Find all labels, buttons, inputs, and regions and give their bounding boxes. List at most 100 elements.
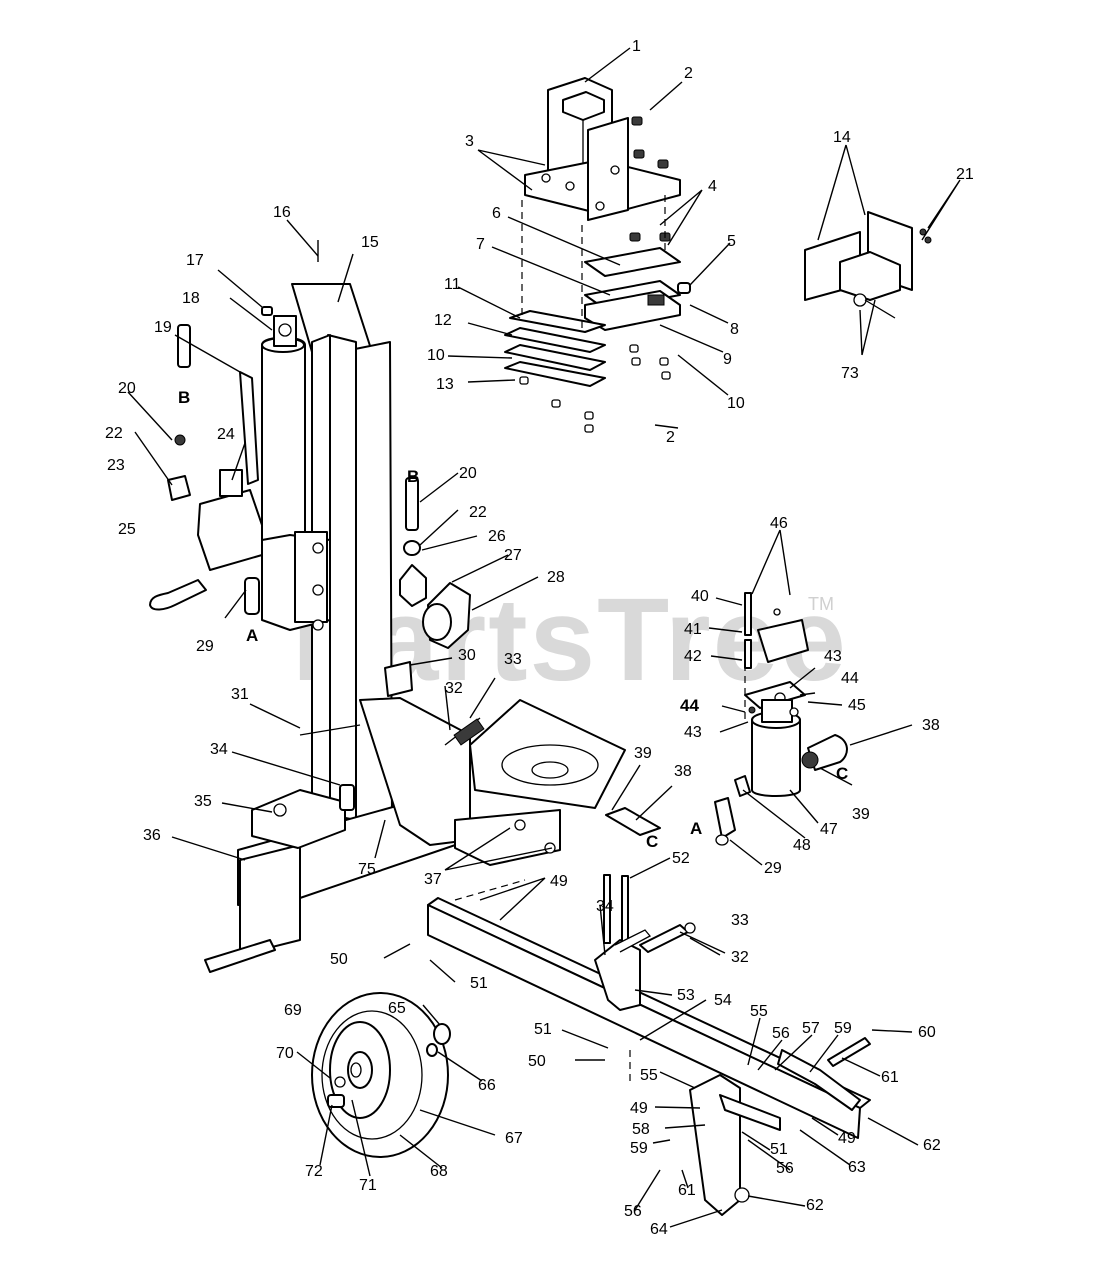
callout-32: 32 xyxy=(445,680,463,697)
callout-50-mid: 50 xyxy=(528,1053,546,1070)
callout-34: 34 xyxy=(210,741,228,758)
callout-42: 42 xyxy=(684,648,702,665)
callout-62-right: 62 xyxy=(923,1137,941,1154)
callout-57: 57 xyxy=(802,1020,820,1037)
pin-40 xyxy=(744,592,752,636)
callout-36: 36 xyxy=(143,827,161,844)
callout-5: 5 xyxy=(727,233,736,250)
callout-60: 60 xyxy=(918,1024,936,1041)
callout-71: 71 xyxy=(359,1177,377,1194)
callout-41: 41 xyxy=(684,621,702,638)
callout-2-lower: 2 xyxy=(666,429,675,446)
callout-65: 65 xyxy=(388,1000,406,1017)
callout-47: 47 xyxy=(820,821,838,838)
callout-73: 73 xyxy=(841,365,859,382)
callout-20-right: 20 xyxy=(459,465,477,482)
pump-filter-group xyxy=(384,477,471,697)
base-frame xyxy=(204,697,626,973)
callout-33: 33 xyxy=(504,651,522,668)
callout-8: 8 xyxy=(730,321,739,338)
wedge-guide-plates xyxy=(504,247,691,433)
callout-26: 26 xyxy=(488,528,506,545)
callout-39-right: 39 xyxy=(852,806,870,823)
callout-59-lower: 59 xyxy=(630,1140,648,1157)
callout-35: 35 xyxy=(194,793,212,810)
callout-56-upper: 56 xyxy=(772,1025,790,1042)
hose-ref-b-right: B xyxy=(407,467,419,486)
callout-59-upper: 59 xyxy=(834,1020,852,1037)
callout-4: 4 xyxy=(708,178,717,195)
callout-29-left: 29 xyxy=(196,638,214,655)
callout-30: 30 xyxy=(458,647,476,664)
callout-39-center: 39 xyxy=(634,745,652,762)
callout-22-left: 22 xyxy=(105,425,123,442)
callout-10-left: 10 xyxy=(427,347,445,364)
callout-34-tongue: 34 xyxy=(596,898,614,915)
hose-ref-b-left: B xyxy=(178,388,190,407)
control-valve xyxy=(149,324,263,615)
callout-44-right: 44 xyxy=(841,670,859,687)
callout-56-mid: 56 xyxy=(776,1160,794,1177)
hose-ref-a-right: A xyxy=(690,819,702,838)
callout-51-upper: 51 xyxy=(470,975,488,992)
callout-17: 17 xyxy=(186,252,204,269)
hose-c xyxy=(605,807,661,836)
callout-38-right: 38 xyxy=(922,717,940,734)
callout-45: 45 xyxy=(848,697,866,714)
callout-51-mid: 51 xyxy=(534,1021,552,1038)
callout-61-lower: 61 xyxy=(678,1182,696,1199)
callout-13: 13 xyxy=(436,376,454,393)
wheel-assembly xyxy=(311,992,451,1158)
callout-15: 15 xyxy=(361,234,379,251)
watermark-trademark: TM xyxy=(808,594,834,614)
callout-32-tongue: 32 xyxy=(731,949,749,966)
callout-75: 75 xyxy=(358,861,376,878)
hose-ref-c-right: C xyxy=(836,764,848,783)
callout-49-left: 49 xyxy=(630,1100,648,1117)
callout-70: 70 xyxy=(276,1045,294,1062)
callout-12: 12 xyxy=(434,312,452,329)
callout-28: 28 xyxy=(547,569,565,586)
log-cradle-bracket xyxy=(804,211,932,319)
pump-coupling-group xyxy=(714,592,848,846)
callout-66: 66 xyxy=(478,1077,496,1094)
callout-29-right: 29 xyxy=(764,860,782,877)
callout-64: 64 xyxy=(650,1221,668,1238)
callout-14: 14 xyxy=(833,129,851,146)
callout-10-right: 10 xyxy=(727,395,745,412)
callout-68: 68 xyxy=(430,1163,448,1180)
callout-labels: 1 2 3 4 5 6 7 8 9 10 10 11 12 13 2 14 21… xyxy=(105,38,974,1238)
callout-72: 72 xyxy=(305,1163,323,1180)
callout-23: 23 xyxy=(107,457,125,474)
callout-56-lower: 56 xyxy=(624,1203,642,1220)
callout-40: 40 xyxy=(691,588,709,605)
callout-62-lower: 62 xyxy=(806,1197,824,1214)
callout-48: 48 xyxy=(793,837,811,854)
callout-38-center: 38 xyxy=(674,763,692,780)
callout-9: 9 xyxy=(723,351,732,368)
callout-55-lower: 55 xyxy=(640,1067,658,1084)
callout-61-right: 61 xyxy=(881,1069,899,1086)
callout-44-left: 44 xyxy=(680,696,699,715)
callout-46: 46 xyxy=(770,515,788,532)
callout-20-left: 20 xyxy=(118,380,136,397)
hose-b-right xyxy=(405,477,419,531)
callout-49-right: 49 xyxy=(838,1130,856,1147)
hose-b-left xyxy=(177,324,191,368)
callout-31: 31 xyxy=(231,686,249,703)
callout-25: 25 xyxy=(118,521,136,538)
callout-33-tongue: 33 xyxy=(731,912,749,929)
callout-67: 67 xyxy=(505,1130,523,1147)
callout-43-upper: 43 xyxy=(824,648,842,665)
callout-54: 54 xyxy=(714,992,732,1009)
callout-55-upper: 55 xyxy=(750,1003,768,1020)
callout-2: 2 xyxy=(684,65,693,82)
bolt-52b xyxy=(621,875,629,945)
callout-11: 11 xyxy=(444,276,461,293)
callout-52: 52 xyxy=(672,850,690,867)
hose-ref-c-center: C xyxy=(646,832,658,851)
callout-43-lower: 43 xyxy=(684,724,702,741)
axle-and-tongue xyxy=(427,874,871,1216)
callout-1: 1 xyxy=(632,38,641,55)
